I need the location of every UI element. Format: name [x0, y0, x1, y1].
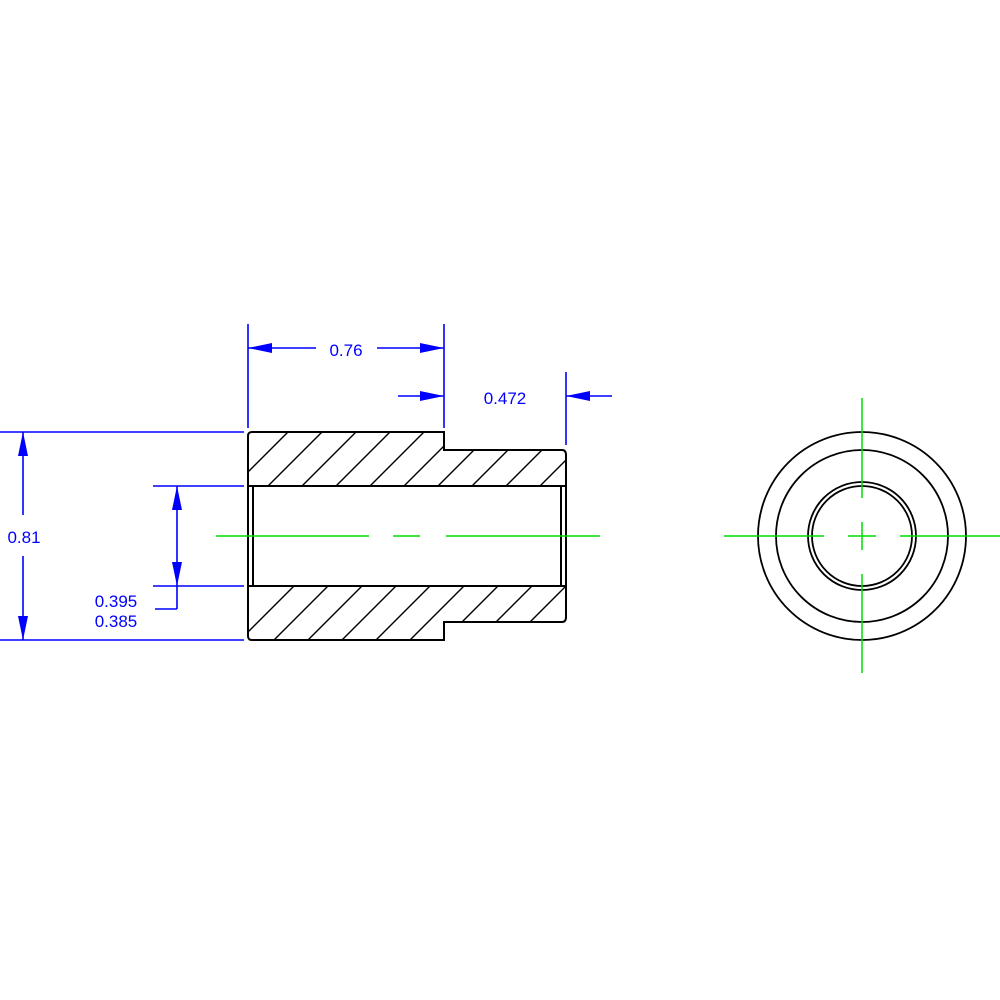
- dim-text-0-81: 0.81: [7, 528, 40, 547]
- section-outline: [247, 431, 567, 641]
- dim-text-bore-min: 0.385: [95, 612, 138, 631]
- dim-outer-diameter: [0, 431, 244, 641]
- dim-length-large: [247, 324, 445, 428]
- hatch-top: [248, 432, 566, 486]
- dim-text-0-472: 0.472: [484, 389, 527, 408]
- dim-text-bore-max: 0.395: [95, 592, 138, 611]
- end-view-centerlines: [724, 398, 1000, 673]
- dim-length-small: [398, 372, 612, 445]
- dim-text-0-76: 0.76: [329, 341, 362, 360]
- dim-bore: [153, 485, 244, 610]
- hatch-bottom: [248, 586, 566, 640]
